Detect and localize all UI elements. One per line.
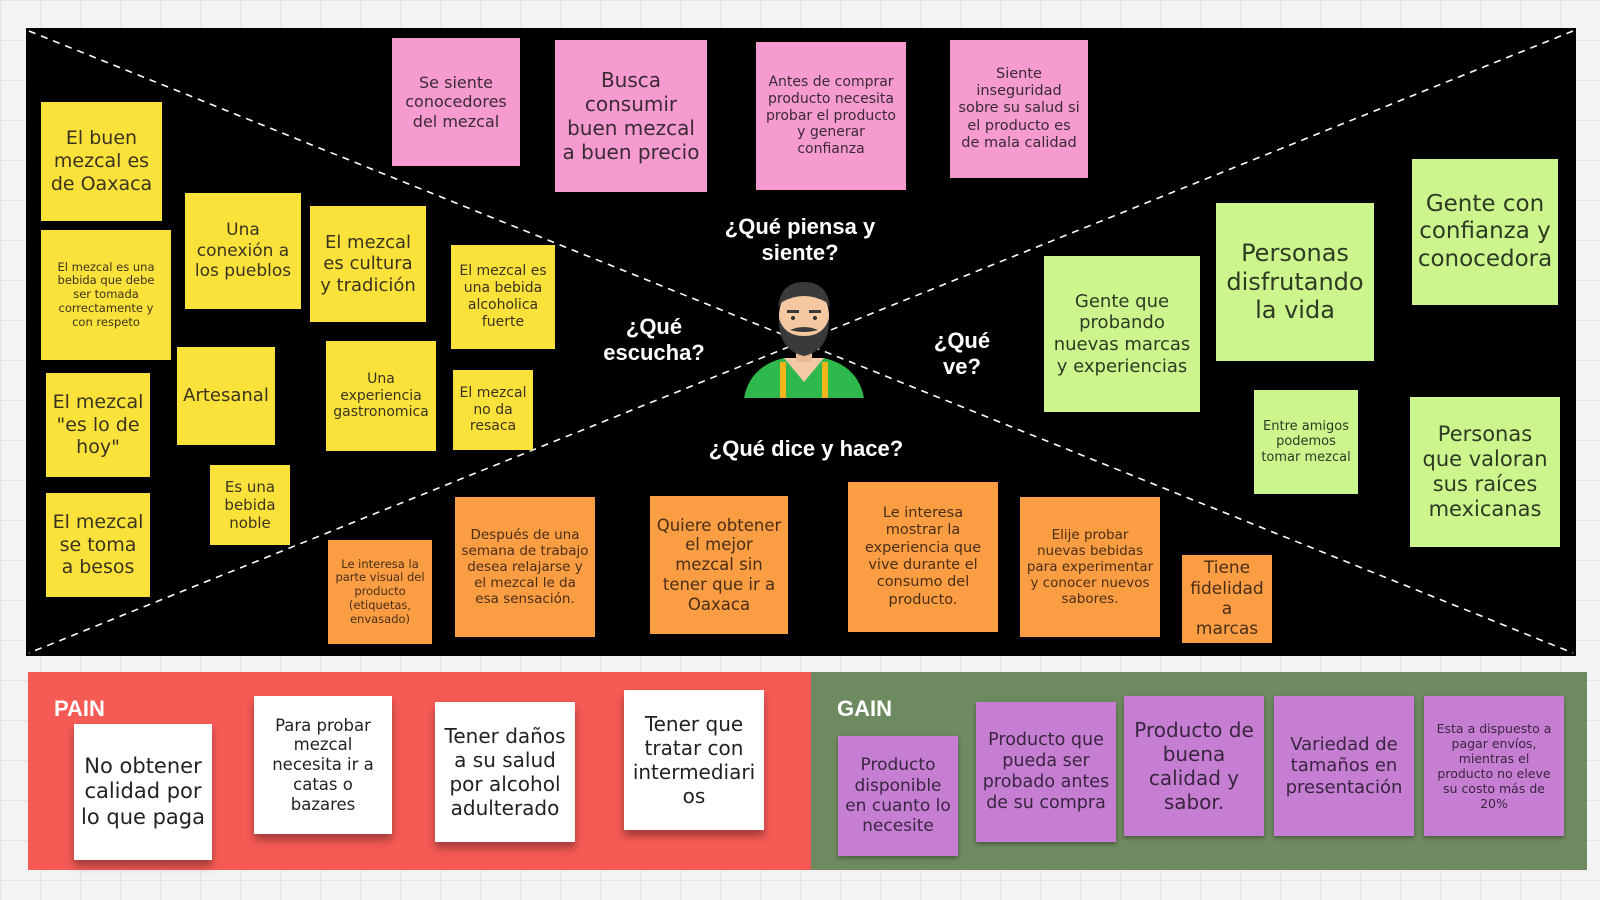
pain-note[interactable]: Tener daños a su salud por alcohol adult… — [435, 702, 575, 842]
man-with-beard-avatar-icon — [744, 282, 864, 398]
think-feel-note[interactable]: Busca consumir buen mezcal a buen precio — [555, 40, 707, 192]
gain-title: GAIN — [837, 696, 892, 721]
gain-note[interactable]: Esta a dispuesto a pagar envíos, mientra… — [1424, 696, 1564, 836]
pain-title: PAIN — [54, 696, 105, 721]
gain-note[interactable]: Producto que pueda ser probado antes de … — [976, 702, 1116, 842]
hear-note[interactable]: Una experiencia gastronomica — [326, 341, 436, 451]
hear-note[interactable]: El mezcal es una bebida que debe ser tom… — [41, 230, 171, 360]
pain-note[interactable]: Tener que tratar con intermediari os — [624, 690, 764, 830]
say-do-note[interactable]: Le interesa mostrar la experiencia que v… — [848, 482, 998, 632]
hear-note[interactable]: Es una bebida noble — [210, 465, 290, 545]
see-note[interactable]: Gente que probando nuevas marcas y exper… — [1044, 256, 1200, 412]
think-feel-note[interactable]: Se siente conocedores del mezcal — [392, 38, 520, 166]
hear-heading: ¿Qué escucha? — [603, 314, 705, 365]
see-note[interactable]: Personas disfrutando la vida — [1216, 203, 1374, 361]
think-feel-note[interactable]: Antes de comprar producto necesita proba… — [756, 42, 906, 190]
see-note[interactable]: Entre amigos podemos tomar mezcal — [1254, 390, 1358, 494]
see-note[interactable]: Personas que valoran sus raíces mexicana… — [1410, 397, 1560, 547]
hear-note[interactable]: El mezcal no da resaca — [453, 370, 533, 450]
gain-note[interactable]: Producto de buena calidad y sabor. — [1124, 696, 1264, 836]
think-feel-heading: ¿Qué piensa y siente? — [724, 214, 876, 265]
say-do-note[interactable]: Después de una semana de trabajo desea r… — [455, 497, 595, 637]
see-note[interactable]: Gente con confianza y conocedora — [1412, 159, 1558, 305]
pain-note[interactable]: Para probar mezcal necesita ir a catas o… — [254, 696, 392, 834]
hear-note[interactable]: El buen mezcal es de Oaxaca — [41, 102, 162, 221]
say-do-note[interactable]: Tiene fidelidad a marcas — [1182, 555, 1272, 643]
pain-note[interactable]: No obtener calidad por lo que paga — [74, 724, 212, 860]
gain-note[interactable]: Producto disponible en cuanto lo necesit… — [838, 736, 958, 856]
hear-note[interactable]: El mezcal es cultura y tradición — [310, 206, 426, 322]
say-do-note[interactable]: Quiere obtener el mejor mezcal sin tener… — [650, 496, 788, 634]
hear-note[interactable]: Una conexión a los pueblos — [185, 193, 301, 309]
gain-note[interactable]: Variedad de tamaños en presentación — [1274, 696, 1414, 836]
hear-note[interactable]: El mezcal se toma a besos — [46, 493, 150, 597]
say-do-note[interactable]: Le interesa la parte visual del producto… — [328, 540, 432, 644]
say-do-heading: ¿Qué dice y hace? — [708, 436, 904, 461]
say-do-note[interactable]: Elije probar nuevas bebidas para experim… — [1020, 497, 1160, 637]
hear-note[interactable]: El mezcal "es lo de hoy" — [46, 373, 150, 477]
see-heading: ¿Qué ve? — [933, 328, 991, 379]
hear-note[interactable]: El mezcal es una bebida alcoholica fuert… — [451, 245, 555, 349]
think-feel-note[interactable]: Siente inseguridad sobre su salud si el … — [950, 40, 1088, 178]
hear-note[interactable]: Artesanal — [177, 347, 275, 445]
